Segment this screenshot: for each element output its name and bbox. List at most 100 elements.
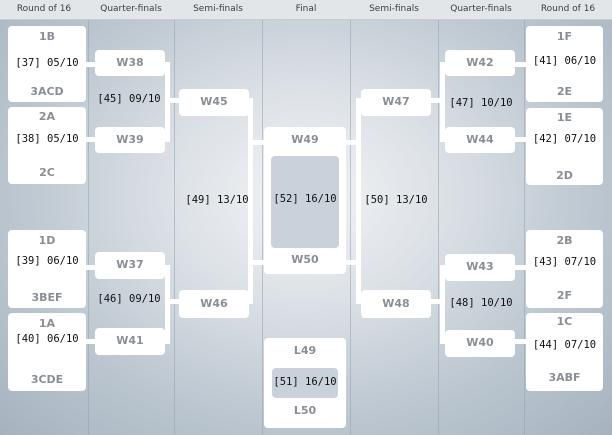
connector-line [430, 299, 445, 304]
connector-line [344, 260, 361, 265]
match-info: [43] 07/10 [532, 256, 597, 268]
team-slot-w48[interactable]: W48 [361, 290, 431, 318]
connector-line [86, 62, 96, 67]
team-slot-top: 2B [556, 234, 573, 247]
connector-line [86, 339, 96, 344]
header-round-of-16-left: Round of 16 [16, 4, 72, 14]
team-slot-top: 1B [38, 30, 56, 43]
connector-line [86, 265, 96, 270]
team-slot-bottom: 3ACD [30, 85, 64, 98]
team-slot-w50: W50 [291, 253, 319, 266]
round-headers: Round of 16 Quarter-finals Semi-finals F… [0, 0, 612, 20]
final-match-card[interactable]: W49 [52] 16/10 W50 [264, 127, 346, 274]
team-slot-w45[interactable]: W45 [179, 89, 249, 116]
connector-line [165, 265, 170, 344]
column-divider [438, 20, 439, 435]
team-slot-top: 1A [38, 317, 56, 330]
team-slot-label: W42 [466, 56, 494, 69]
connector-line [165, 98, 180, 103]
third-place-inner [272, 368, 338, 398]
team-slot-w42[interactable]: W42 [445, 50, 515, 76]
match-info-50: [50] 13/10 [364, 194, 428, 206]
connector-line [356, 98, 361, 304]
team-slot-top: 1D [38, 234, 56, 247]
match-card-40[interactable]: 1A [40] 06/10 3CDE [8, 313, 86, 391]
team-slot-bottom: 2E [556, 85, 573, 98]
team-slot-label: W39 [116, 133, 144, 146]
match-info-45: [45] 09/10 [97, 93, 161, 105]
match-info-46: [46] 09/10 [97, 293, 161, 305]
connector-line [515, 62, 526, 67]
team-slot-top: 2A [38, 110, 56, 123]
team-slot-label: W43 [466, 260, 494, 273]
team-slot-top: 1C [556, 315, 573, 328]
match-info-52: [52] 16/10 [273, 193, 337, 205]
connector-line [430, 98, 445, 103]
column-divider [524, 20, 525, 435]
final-match-inner [271, 156, 339, 248]
match-card-37[interactable]: 1B [37] 05/10 3ACD [8, 26, 86, 102]
team-slot-label: W37 [116, 258, 144, 271]
column-divider [174, 20, 175, 435]
column-divider [88, 20, 89, 435]
header-semi-finals-left: Semi-finals [193, 4, 243, 14]
team-slot-w40[interactable]: W40 [445, 330, 515, 357]
team-slot-w46[interactable]: W46 [179, 290, 249, 318]
match-card-43[interactable]: 2B [43] 07/10 2F [526, 230, 603, 308]
team-slot-w41[interactable]: W41 [95, 328, 165, 355]
connector-line [515, 137, 526, 142]
team-slot-w37[interactable]: W37 [95, 252, 165, 279]
connector-line [440, 265, 445, 344]
team-slot-bottom: 2F [556, 289, 573, 302]
team-slot-top: 1F [556, 30, 573, 43]
match-info: [41] 06/10 [532, 55, 597, 67]
team-slot-label: W41 [116, 334, 144, 347]
team-slot-bottom: 3CDE [30, 373, 64, 386]
team-slot-l49: L49 [293, 344, 317, 357]
match-card-41[interactable]: 1F [41] 06/10 2E [526, 26, 603, 102]
team-slot-w47[interactable]: W47 [361, 89, 431, 116]
team-slot-label: W38 [116, 56, 144, 69]
match-info: [42] 07/10 [532, 133, 597, 145]
team-slot-w39[interactable]: W39 [95, 127, 165, 153]
team-slot-w49: W49 [291, 133, 319, 146]
team-slot-w38[interactable]: W38 [95, 50, 165, 76]
connector-line [515, 265, 526, 270]
header-semi-finals-right: Semi-finals [369, 4, 419, 14]
team-slot-label: W48 [382, 297, 410, 310]
match-info: [37] 05/10 [15, 57, 79, 69]
match-card-42[interactable]: 1E [42] 07/10 2D [526, 108, 603, 185]
match-info-48: [48] 10/10 [449, 297, 513, 309]
column-divider [262, 20, 263, 435]
team-slot-w43[interactable]: W43 [445, 254, 515, 281]
match-card-38[interactable]: 2A [38] 05/10 2C [8, 107, 86, 184]
match-info: [39] 06/10 [15, 255, 79, 267]
match-info-49: [49] 13/10 [185, 194, 249, 206]
team-slot-label: W46 [200, 297, 228, 310]
team-slot-bottom: 3BEF [31, 291, 63, 304]
team-slot-bottom: 2C [39, 166, 55, 179]
header-round-of-16-right: Round of 16 [540, 4, 596, 14]
column-divider [350, 20, 351, 435]
team-slot-label: W45 [200, 95, 228, 108]
header-quarter-finals-right: Quarter-finals [450, 4, 512, 14]
match-card-44[interactable]: 1C [44] 07/10 3ABF [526, 313, 603, 391]
connector-line [248, 140, 266, 145]
connector-line [248, 98, 253, 304]
match-info: [38] 05/10 [15, 133, 79, 145]
match-info-47: [47] 10/10 [449, 97, 513, 109]
connector-line [515, 339, 526, 344]
team-slot-bottom: 2D [556, 169, 573, 182]
third-place-match-card[interactable]: L49 [51] 16/10 L50 [264, 338, 346, 428]
match-card-39[interactable]: 1D [39] 06/10 3BEF [8, 230, 86, 308]
team-slot-bottom: 3ABF [548, 371, 581, 384]
header-final: Final [295, 4, 317, 14]
team-slot-l50: L50 [293, 404, 317, 417]
match-info-51: [51] 16/10 [273, 376, 337, 388]
connector-line [248, 260, 266, 265]
team-slot-label: W47 [382, 95, 410, 108]
team-slot-label: W40 [466, 336, 494, 349]
team-slot-w44[interactable]: W44 [445, 127, 515, 153]
connector-line [344, 140, 361, 145]
